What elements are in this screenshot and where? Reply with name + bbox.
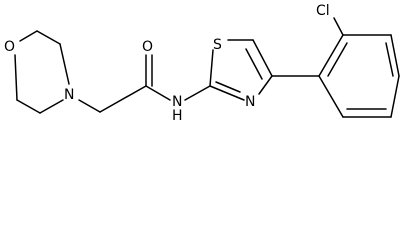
bond-n-ch2 xyxy=(78,99,101,113)
bond-n-c2-double xyxy=(215,81,241,93)
sulfur-thiazole-label: S xyxy=(213,37,222,53)
bond-c3-c4 xyxy=(16,99,41,114)
molecule-structure: O N O N H S N Cl xyxy=(4,3,400,124)
bond-c5-c4 xyxy=(252,39,273,77)
bond-ch2-carbonyl xyxy=(99,85,147,113)
bond-ph-c3-c4 xyxy=(390,34,400,77)
bond-c1-c2 xyxy=(36,30,61,45)
bond-c4-o xyxy=(14,54,18,101)
morpholine-ring xyxy=(14,30,70,114)
bond-c5-c4-double xyxy=(245,48,263,80)
bond-ph-double-a xyxy=(327,42,348,77)
oxygen-ring-label: O xyxy=(4,39,15,55)
bond-ph-double-b xyxy=(385,42,394,77)
oxygen-carbonyl-label: O xyxy=(142,39,153,55)
nitrogen-morpholine-label: N xyxy=(64,87,74,103)
bond-c4-n xyxy=(258,75,273,95)
chlorophenyl-ring xyxy=(271,17,400,118)
chlorine-label: Cl xyxy=(316,3,330,19)
bond-c2-s xyxy=(209,49,214,87)
thiazole-ring xyxy=(209,39,273,101)
bond-n-c3 xyxy=(39,99,64,114)
bond-ph-c4-c5 xyxy=(390,75,400,118)
bond-o-c1 xyxy=(19,30,38,42)
hydrogen-amide-label: H xyxy=(172,108,183,124)
bond-phenyl-cl xyxy=(333,17,344,36)
amide-linker xyxy=(78,54,211,113)
bond-n-c2 xyxy=(209,85,245,101)
bond-nh-thiazole xyxy=(184,85,211,101)
nitrogen-amide-label: N xyxy=(172,94,182,110)
nitrogen-thiazole-label: N xyxy=(245,94,255,110)
bond-ph-c1-c2 xyxy=(318,34,344,77)
bond-ph-c6-c1 xyxy=(318,75,344,118)
bond-c2-n xyxy=(59,43,70,85)
bond-carbonyl-nh xyxy=(145,85,171,101)
